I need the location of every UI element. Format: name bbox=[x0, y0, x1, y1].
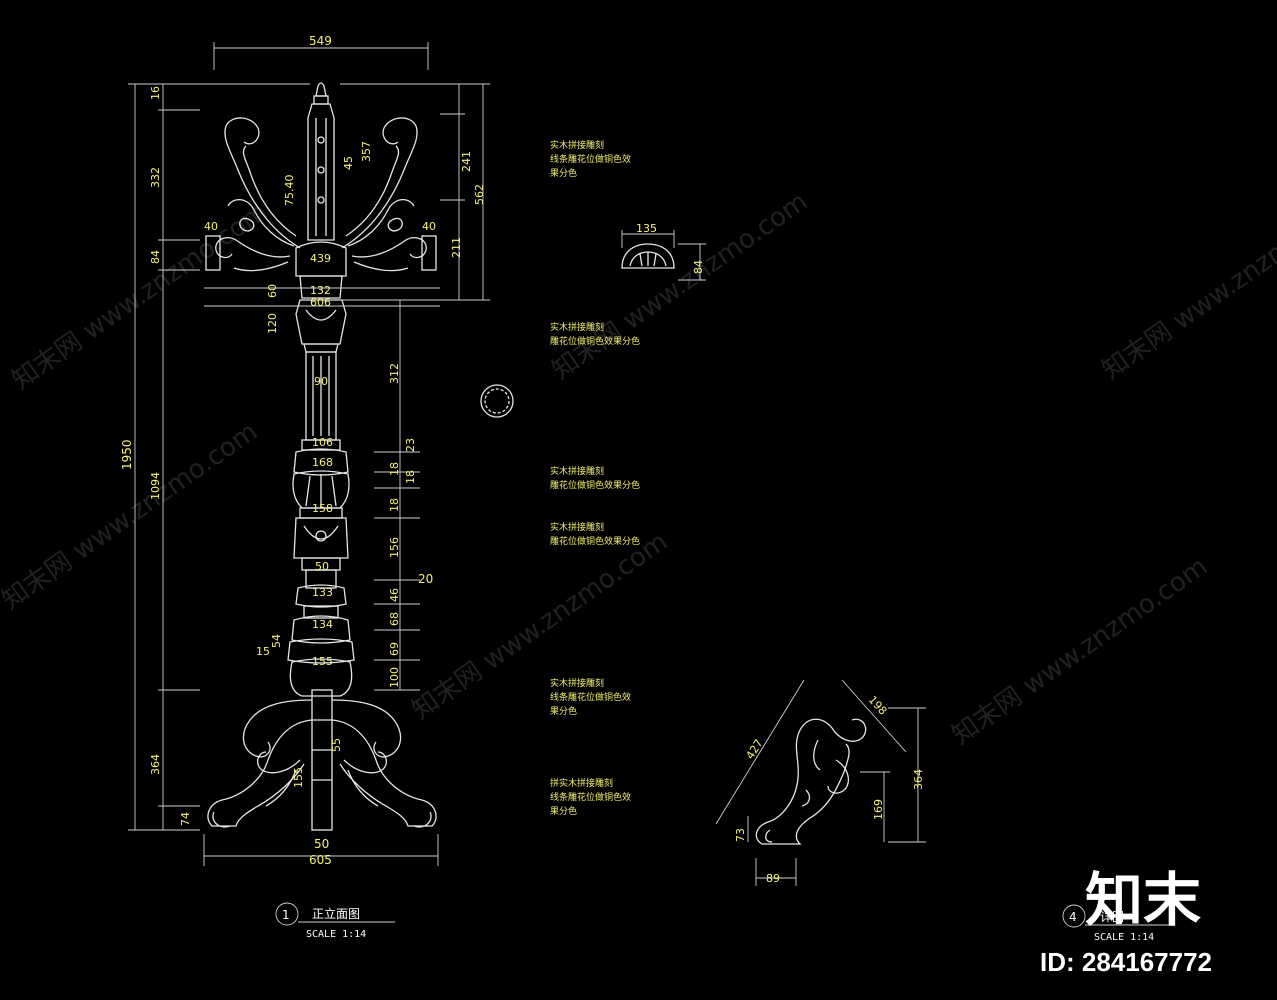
dim-46: 46 bbox=[388, 588, 401, 602]
watermark-layer: 知末网 www.znzmo.com 知末网 www.znzmo.com 知末网 … bbox=[0, 187, 1277, 751]
note-line: 实木拼接雕刻 bbox=[550, 321, 604, 333]
dim-55: 55 bbox=[330, 738, 343, 752]
watermark-text: 知末网 www.znzmo.com bbox=[407, 527, 673, 726]
front-elevation-drawing bbox=[205, 82, 437, 831]
note-line: 实木拼接雕刻 bbox=[550, 677, 604, 689]
dim-562: 562 bbox=[473, 184, 486, 205]
note-line: 线条雕花位做铜色效 bbox=[550, 691, 631, 703]
dim-84-hook: 84 bbox=[692, 260, 705, 274]
view-scale: SCALE 1:14 bbox=[306, 929, 366, 940]
dim-74: 74 bbox=[179, 812, 192, 826]
watermark-text: 知末网 www.znzmo.com bbox=[547, 187, 813, 386]
dim-20: 20 bbox=[418, 572, 433, 586]
dim-168: 168 bbox=[312, 456, 333, 469]
dim-90: 90 bbox=[314, 375, 328, 388]
dim-54: 54 bbox=[270, 634, 283, 648]
note-line: 雕花位做铜色效果分色 bbox=[550, 535, 640, 547]
note-line: 雕花位做铜色效果分色 bbox=[550, 479, 640, 491]
hook-section-detail: 135 84 bbox=[621, 222, 706, 281]
note-line: 线条雕花位做铜色效 bbox=[550, 791, 631, 803]
view-number-circle bbox=[275, 902, 299, 926]
note-line: 实木拼接雕刻 bbox=[550, 139, 604, 151]
leg-side-detail: 427 198 364 169 73 89 bbox=[715, 679, 926, 886]
view-number-circle bbox=[1062, 904, 1086, 928]
view-title: 正立面图 bbox=[312, 906, 360, 921]
front-elevation-dimensions: 549 1950 16 332 84 1094 364 74 40 40 241… bbox=[120, 34, 490, 867]
dim-40-right: 40 bbox=[422, 220, 436, 233]
brand-logo: 知末 bbox=[1085, 866, 1201, 934]
dim-45: 45 bbox=[342, 156, 355, 170]
dim-198: 198 bbox=[866, 693, 890, 717]
dim-605: 605 bbox=[309, 853, 332, 867]
note-line: 拼实木拼接雕刻 bbox=[550, 777, 613, 789]
view-scale: SCALE 1:14 bbox=[1094, 932, 1154, 943]
dim-132: 132 bbox=[310, 284, 331, 297]
dim-364: 364 bbox=[149, 754, 162, 775]
note-line: 果分色 bbox=[550, 167, 577, 179]
shaft-cross-section bbox=[480, 384, 514, 418]
dim-84: 84 bbox=[149, 250, 162, 264]
dim-169: 169 bbox=[872, 799, 885, 820]
watermark-text: 知末网 www.znzmo.com bbox=[1097, 187, 1277, 386]
dim-75-40: 75.40 bbox=[283, 175, 296, 207]
dim-60: 60 bbox=[266, 284, 279, 298]
dim-211: 211 bbox=[450, 237, 463, 258]
front-elevation-title-block: 1 正立面图 SCALE 1:14 bbox=[275, 902, 395, 940]
dim-364-side: 364 bbox=[912, 769, 925, 790]
dim-439: 439 bbox=[310, 252, 331, 265]
view-number: 4 bbox=[1069, 910, 1077, 924]
view-number: 1 bbox=[282, 908, 290, 922]
annotation-notes: 实木拼接雕刻 线条雕花位做铜色效 果分色 实木拼接雕刻 雕花位做铜色效果分色 实… bbox=[550, 139, 640, 817]
dim-50-a: 50 bbox=[315, 560, 329, 573]
dim-100: 100 bbox=[388, 667, 401, 688]
view-title: 详图 bbox=[1100, 909, 1124, 924]
dim-158: 158 bbox=[312, 502, 333, 515]
dim-15: 15 bbox=[256, 645, 270, 658]
dim-40-left: 40 bbox=[204, 220, 218, 233]
note-line: 雕花位做铜色效果分色 bbox=[550, 335, 640, 347]
dim-69: 69 bbox=[388, 642, 401, 656]
dim-18-a: 18 bbox=[388, 462, 401, 476]
note-line: 实木拼接雕刻 bbox=[550, 465, 604, 477]
watermark-text: 知末网 www.znzmo.com bbox=[947, 552, 1213, 751]
dim-155-w: 155 bbox=[312, 655, 333, 668]
dim-106: 106 bbox=[312, 436, 333, 449]
side-detail-title-block: 4 详图 SCALE 1:14 bbox=[1062, 904, 1170, 943]
dim-89: 89 bbox=[766, 872, 780, 885]
dim-23: 23 bbox=[404, 438, 417, 452]
dim-133: 133 bbox=[312, 586, 333, 599]
dim-1094: 1094 bbox=[149, 472, 162, 500]
dim-357: 357 bbox=[360, 141, 373, 162]
dim-68: 68 bbox=[388, 612, 401, 626]
brand-watermark: 知末 ID: 284167772 bbox=[1040, 866, 1212, 977]
dim-18-b: 18 bbox=[404, 470, 417, 484]
dim-427: 427 bbox=[744, 737, 766, 762]
dim-120: 120 bbox=[266, 313, 279, 334]
note-line: 线条雕花位做铜色效 bbox=[550, 153, 631, 165]
dim-332: 332 bbox=[149, 167, 162, 188]
dim-50: 50 bbox=[314, 837, 329, 851]
dim-16: 16 bbox=[149, 86, 162, 100]
dim-156: 156 bbox=[388, 537, 401, 558]
dim-155-h: 155 bbox=[292, 767, 305, 788]
image-id: ID: 284167772 bbox=[1040, 947, 1212, 977]
dim-606: 606 bbox=[310, 296, 331, 309]
dim-135: 135 bbox=[636, 222, 657, 235]
dim-312: 312 bbox=[388, 363, 401, 384]
note-line: 实木拼接雕刻 bbox=[550, 521, 604, 533]
dim-73: 73 bbox=[734, 828, 747, 842]
note-line: 果分色 bbox=[550, 805, 577, 817]
dim-134: 134 bbox=[312, 618, 333, 631]
dim-241: 241 bbox=[460, 151, 473, 172]
dim-1950: 1950 bbox=[120, 439, 134, 470]
note-line: 果分色 bbox=[550, 705, 577, 717]
dim-18-c: 18 bbox=[388, 498, 401, 512]
watermark-text: 知末网 www.znzmo.com bbox=[7, 197, 273, 396]
dim-549: 549 bbox=[309, 34, 332, 48]
